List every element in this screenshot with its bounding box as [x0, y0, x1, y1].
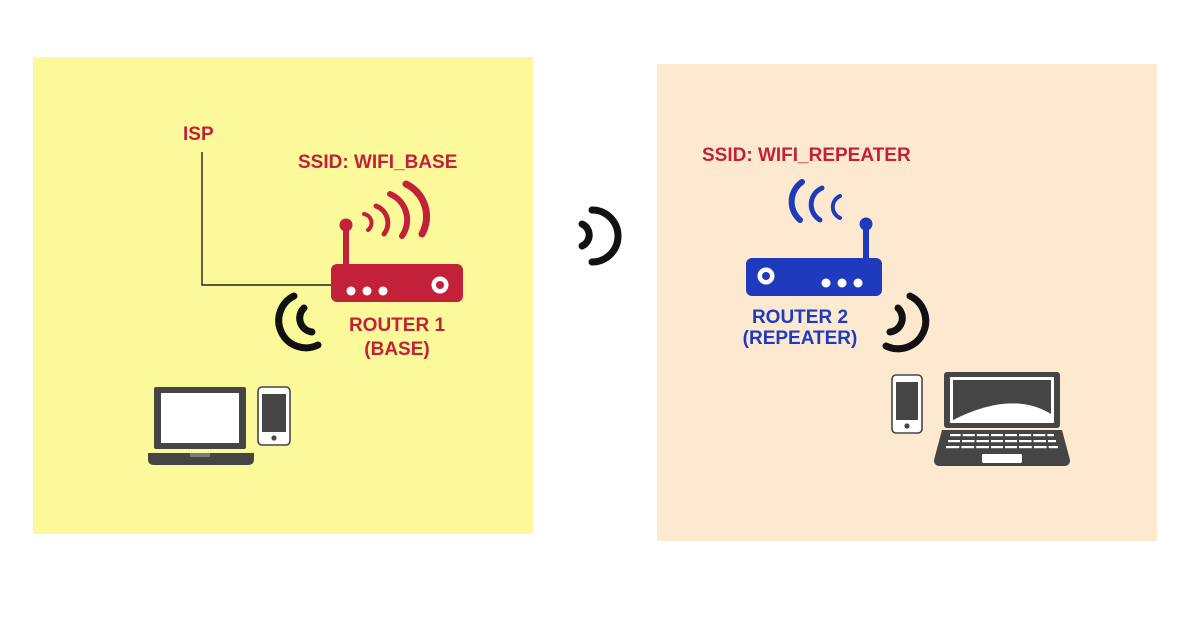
router-1-wifi-signal-icon [362, 180, 431, 239]
isp-label: ISP [183, 124, 214, 145]
router-2-name: ROUTER 2 [751, 307, 849, 328]
inter-router-wifi-signal-icon [578, 206, 622, 266]
router-1-icon [331, 218, 463, 302]
router-1-client-signal-icon [275, 292, 322, 352]
router-2-wifi-signal-icon [788, 179, 842, 223]
router-2-role: (REPEATER) [742, 328, 858, 349]
laptop-icon [148, 387, 254, 465]
ssid-repeater-label: SSID: WIFI_REPEATER [702, 145, 911, 166]
router-1-name: ROUTER 1 [348, 315, 446, 336]
router-2-icon [746, 217, 882, 296]
ssid-base-label: SSID: WIFI_BASE [298, 152, 458, 173]
repeater-network-panel [657, 64, 1157, 541]
router-2-client-signal-icon [882, 292, 930, 353]
smartphone-icon [891, 374, 923, 434]
smartphone-icon [257, 386, 291, 446]
laptop-icon [934, 372, 1070, 466]
router-1-role: (BASE) [364, 339, 430, 360]
